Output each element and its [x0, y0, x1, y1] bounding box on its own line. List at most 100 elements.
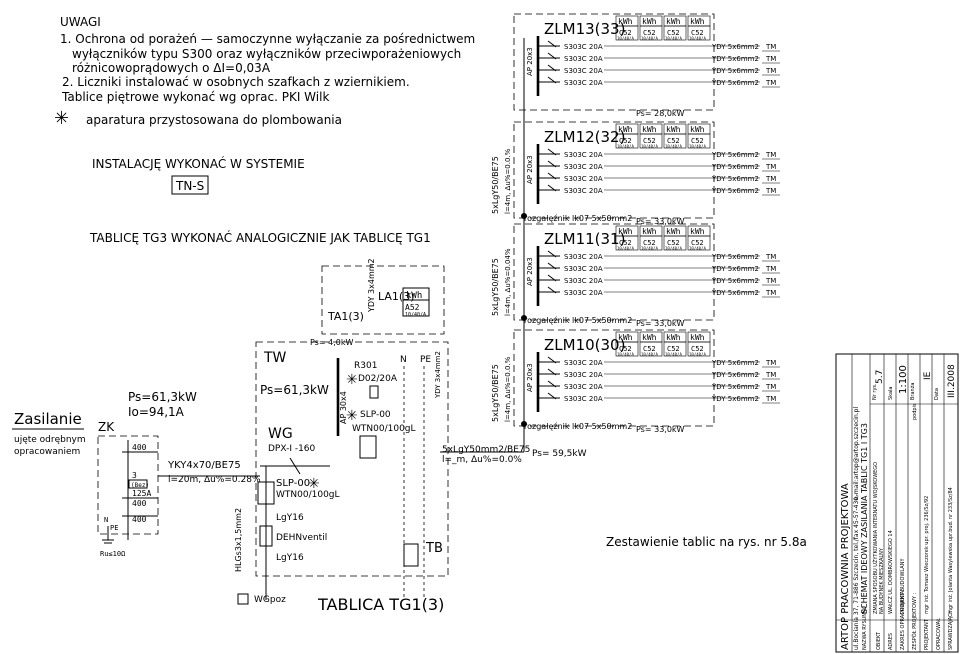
breaker-switch-icon: [547, 76, 557, 84]
tb-skala: 1:100: [898, 365, 909, 394]
breaker-switch-icon: [547, 356, 557, 364]
hlg-label: HLGs3x1,5mm2: [234, 508, 243, 572]
feed-label: 5xLgY50mm2/BE75: [442, 445, 530, 455]
tb-drawing-name-label: NAZWA RYSUNKU: [862, 606, 868, 650]
zlm-ap-label: AP 20x3: [526, 155, 534, 184]
notes-line-1: 1. Ochrona od porażeń — samoczynne wyłąc…: [60, 32, 475, 46]
circuit-tm: TM: [765, 151, 776, 159]
breaker-label: S303C 20A: [564, 67, 603, 75]
supply-cable-label: YKY4x70/BE75: [167, 460, 241, 471]
supply-io: Io=94,1A: [128, 405, 185, 419]
breaker-label: S303C 20A: [564, 43, 603, 51]
la1-a52: A52: [405, 303, 420, 312]
tg1-block: TA1(3) LA1(3) kWh A52 10/40/A YDY 3x4mm2…: [234, 258, 587, 614]
supply-note-2: opracowaniem: [14, 447, 80, 457]
breaker-switch-icon: [547, 172, 557, 180]
supply-note-1: ujęte odrębnym: [14, 435, 86, 445]
kwh-label: kWh: [690, 125, 705, 134]
zk-400a: 400: [132, 443, 147, 452]
tb-sprawdzajacy: mgr inż. Jolanta Wasylewska upr.bud. nr …: [948, 487, 954, 614]
tg1-ps4: Ps= 4,0kW: [310, 338, 353, 347]
supply-block: Zasilanie ujęte odrębnym opracowaniem ZK…: [12, 390, 261, 558]
meter-box: [639, 341, 663, 357]
tb-drawing-name: SCHEMAT IDEOWY ZASILANIA TABLIC TG1 I TG…: [860, 423, 869, 614]
title-block-frame: [835, 353, 959, 653]
la1-kwh: kWh: [406, 291, 422, 301]
meter-box: [663, 133, 687, 149]
breaker-label: S303C 20A: [564, 371, 603, 379]
zk-pe: PE: [110, 524, 118, 532]
tb-zakres: PROJEKT BUDOWLANY: [900, 558, 906, 614]
slp-symbol: [257, 481, 275, 505]
slp-asterisk-icon: ✳: [308, 476, 320, 492]
zlm-panel: [513, 13, 715, 111]
zlm-panel: [513, 223, 715, 321]
r301-asterisk-icon: ✳: [346, 372, 358, 388]
c52-label: C52: [691, 345, 704, 353]
kwh-label: kWh: [618, 125, 633, 134]
breaker-switch-icon: [547, 392, 557, 400]
breaker-switch-icon: [547, 380, 557, 388]
meter-box: [639, 235, 663, 251]
c52-label: C52: [667, 345, 680, 353]
circuit-cable: YDY 5x6mm2: [711, 67, 759, 75]
c52-label: C52: [691, 137, 704, 145]
breaker-label: S303C 20A: [564, 175, 603, 183]
notes-line-4: 2. Liczniki instalować w osobnych szafka…: [62, 75, 410, 89]
circuit-cable: YDY 5x6mm2: [711, 277, 759, 285]
slp-label: SLP-00: [276, 478, 310, 489]
c52-sub: 10/40/A: [617, 36, 634, 41]
zk-400c: 400: [132, 515, 147, 524]
circuit-tm: TM: [765, 395, 776, 403]
zlm-box: [513, 121, 715, 219]
zlm-riser-2: l=4m, Δu%=0.0.%: [504, 356, 512, 422]
asterisk-icon: ✳: [54, 108, 69, 129]
kwh-label: kWh: [642, 125, 657, 134]
junction-dot: [521, 315, 527, 321]
kwh-label: kWh: [690, 227, 705, 236]
zlm-riser: 5xLgY50/BE75: [491, 258, 500, 316]
asterisk-note: aparatura przystosowana do plombowania: [86, 113, 342, 127]
tb-address: ul.Bociania 37, 71-886 Szczecin, tel./fa…: [853, 495, 860, 650]
breaker-switch-icon: [547, 64, 557, 72]
zlm-panel: [513, 121, 715, 219]
tb-skala-label: Skala: [888, 387, 894, 401]
c52-label: C52: [619, 29, 632, 37]
zlm-box: [513, 13, 715, 111]
breaker-switch-icon: [547, 368, 557, 376]
breaker-label: S303C 20A: [564, 79, 603, 87]
circuit-cable: YDY 5x6mm2: [711, 163, 759, 171]
c52-label: C52: [619, 137, 632, 145]
circuit-cable: YDY 5x6mm2: [711, 383, 759, 391]
c52-sub: 10/40/A: [617, 144, 634, 149]
tw-label: TW: [263, 350, 287, 366]
circuit-cable: YDY 5x6mm2: [711, 175, 759, 183]
tb-data: III.2008: [947, 364, 957, 398]
notes-line-2: wyłączników typu S300 oraz wyłączników p…: [72, 47, 461, 61]
zlm-box: [513, 329, 715, 427]
meter-box: [687, 133, 711, 149]
kwh-label: kWh: [666, 125, 681, 134]
tg1-ydy2: YDY 3x4mm2: [434, 351, 442, 399]
circuit-tm: TM: [765, 79, 776, 87]
c52-label: C52: [643, 345, 656, 353]
tb-obiekt-2: NA BUDYNEK MIESZKALNY: [879, 547, 885, 614]
c52-sub: 10/40/A: [641, 246, 658, 251]
zasilanie-label: Zasilanie: [14, 410, 82, 428]
c52-label: C52: [643, 239, 656, 247]
tg1-title: TABLICA TG1(3): [317, 595, 444, 614]
tg1-pe: PE: [420, 355, 431, 365]
tb-branza: IE: [923, 371, 933, 380]
system-code: TN-S: [175, 179, 204, 193]
circuit-cable: YDY 5x6mm2: [711, 265, 759, 273]
meter-box: [663, 341, 687, 357]
zlm-rozgaleznik: rozgałęźnik lk07 5x50mm2: [524, 422, 632, 431]
zlm-box: [513, 223, 715, 321]
kwh-label: kWh: [690, 333, 705, 342]
wtn-label: WTN00/100gL: [276, 490, 340, 500]
breaker-label: S303C 20A: [564, 395, 603, 403]
circuit-cable: YDY 5x6mm2: [711, 79, 759, 87]
kwh-label: kWh: [618, 333, 633, 342]
tb-nr-label: Nr rys.: [872, 383, 878, 400]
